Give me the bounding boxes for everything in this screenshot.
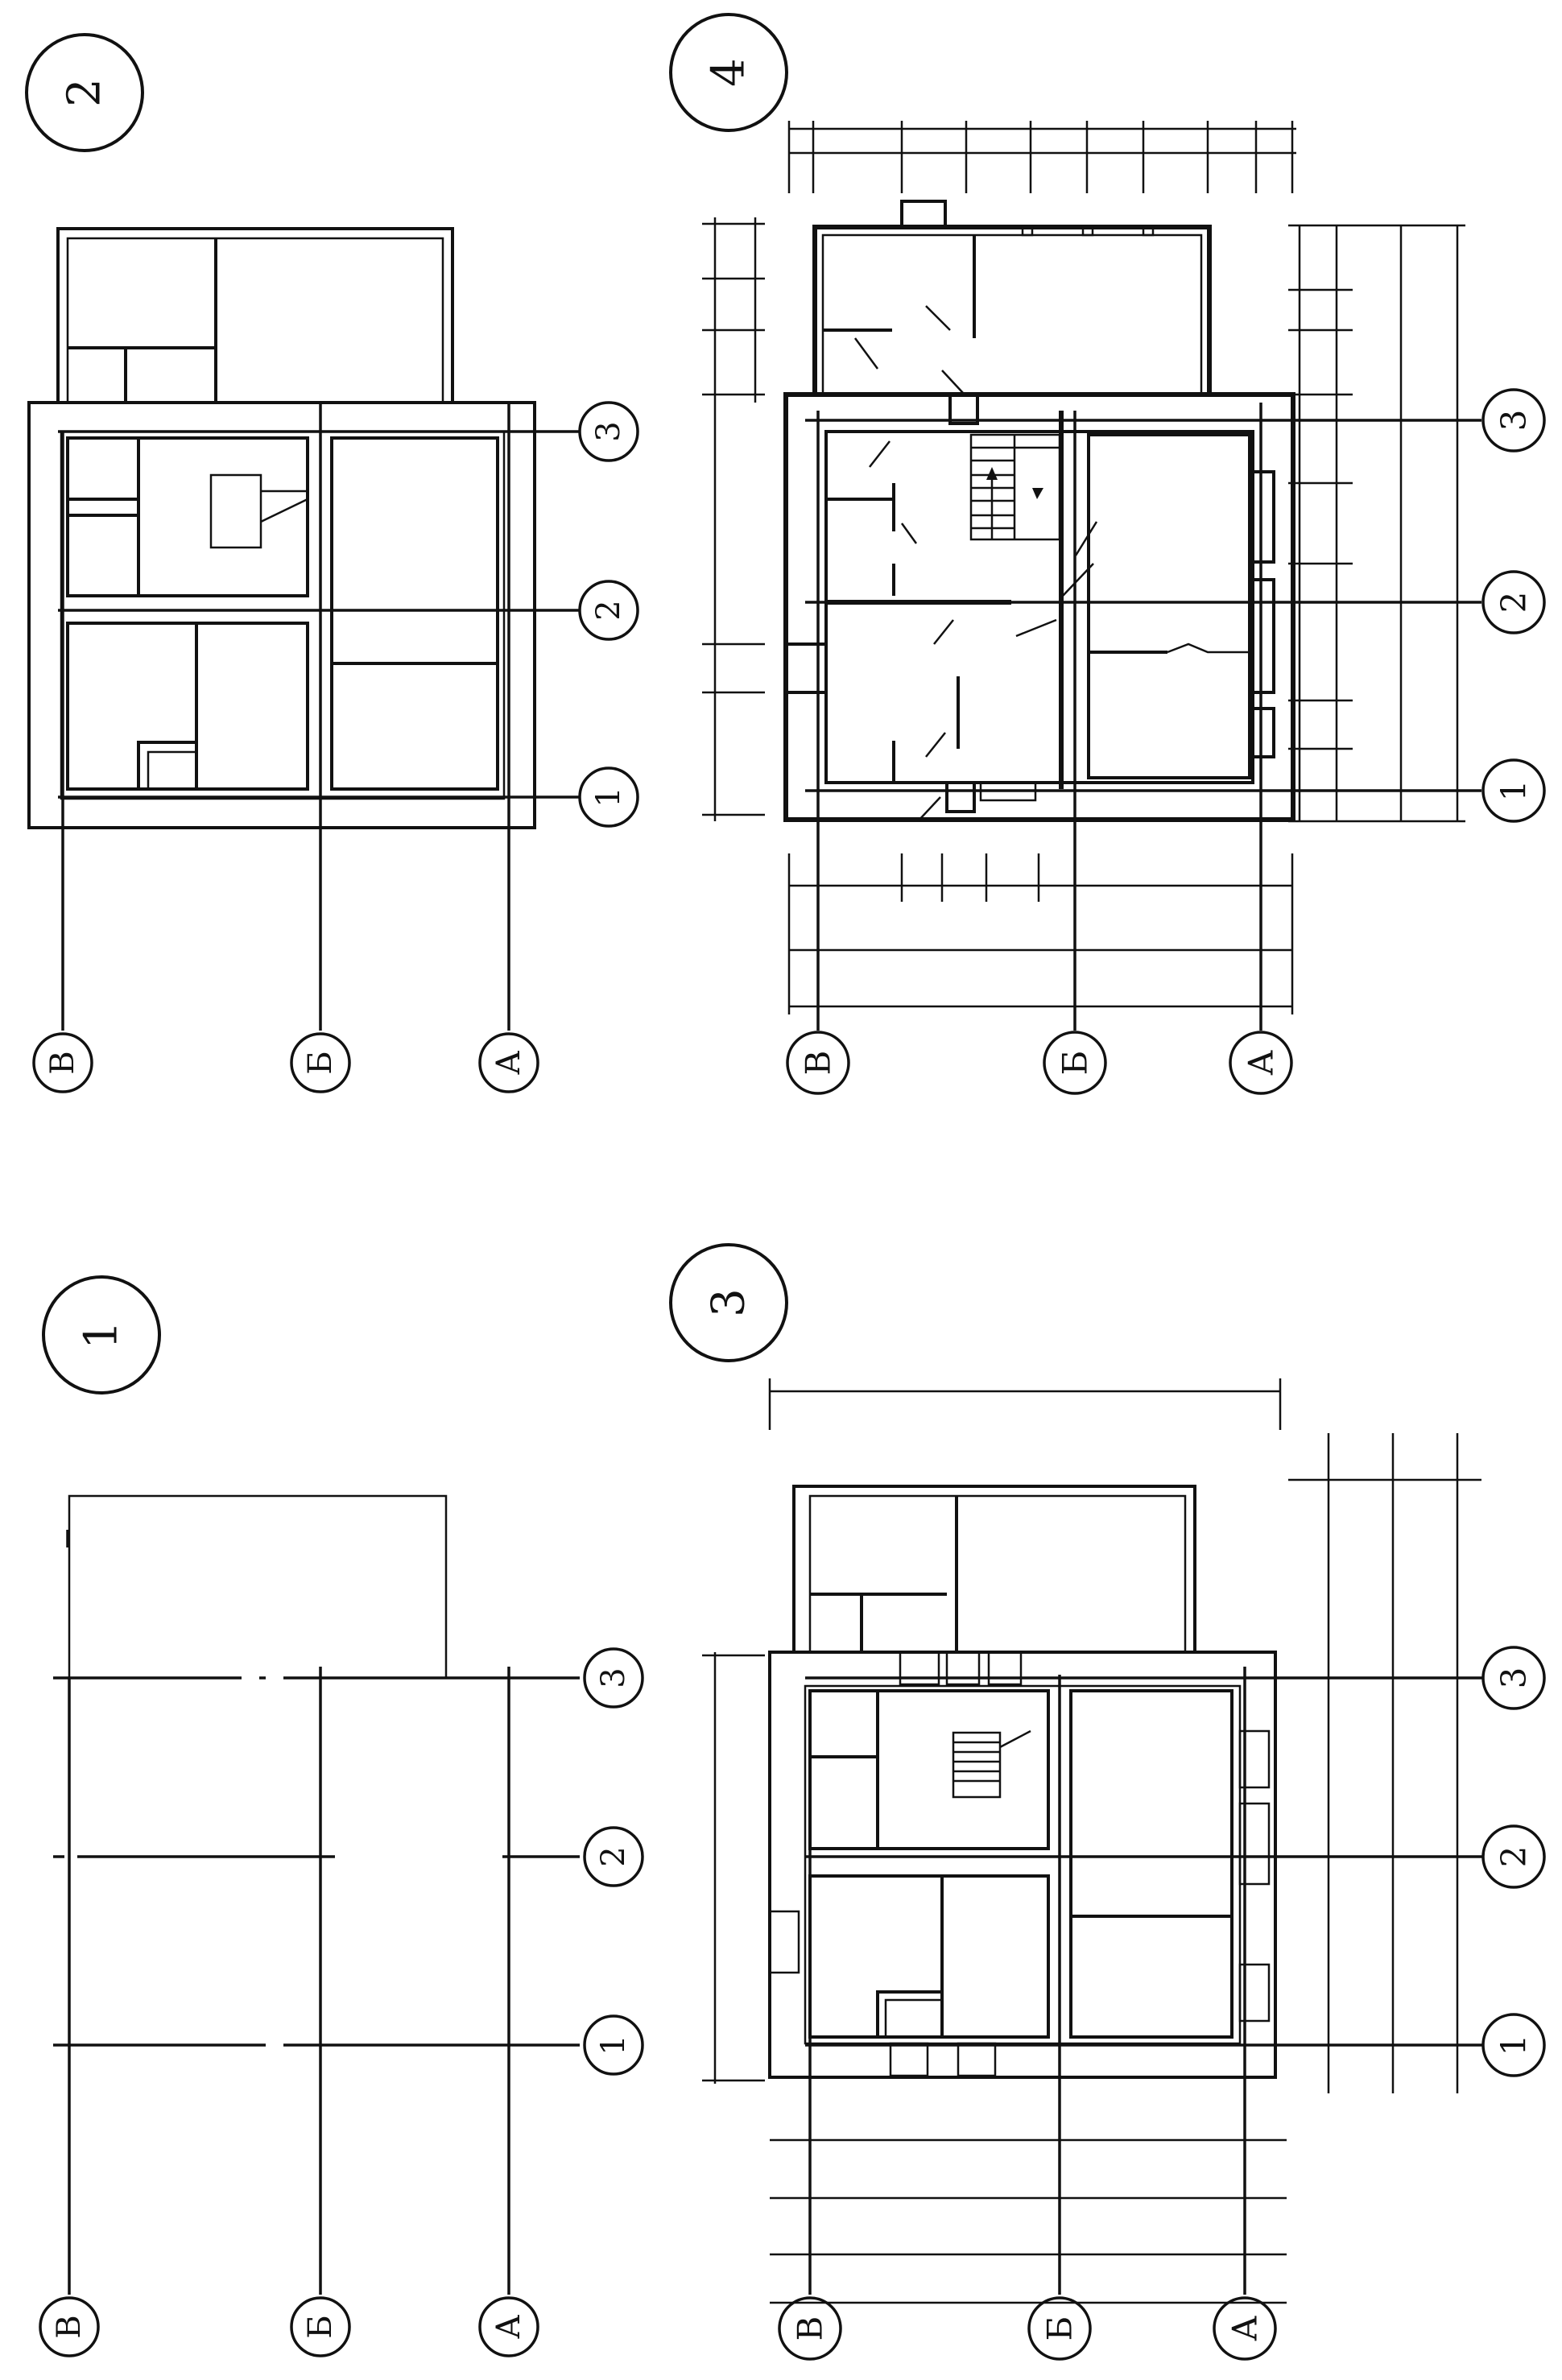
drawing-3-axis-letter-b: Б (1040, 2316, 1080, 2341)
drawing-1: 1 В Б А 1 (39, 1275, 644, 2357)
drawing-3-annex (792, 1485, 1196, 1654)
drawing-4-annex (812, 200, 1212, 397)
drawing-1-number: 1 (76, 1320, 128, 1349)
drawing-2-axis-number-1: 1 (590, 787, 627, 807)
drawing-1-axis-letters: В Б А (39, 2296, 539, 2357)
drawing-2-annex (56, 227, 454, 404)
drawing-3: 3 (669, 1243, 1546, 2361)
drawing-2-number-badge: 2 (25, 33, 144, 152)
drawing-3-axis-number-1: 1 (1494, 2035, 1534, 2056)
drawing-3-number-badge: 3 (669, 1243, 788, 1362)
drawing-4: 4 (669, 13, 1546, 1095)
drawing-4-axis-letter-a: А (1242, 1050, 1281, 1076)
drawing-3-axis-numbers: 1 2 3 (1481, 1646, 1546, 2077)
drawing-4-stair (969, 433, 1061, 541)
drawing-3-number: 3 (703, 1288, 755, 1317)
drawing-3-outer-wall (768, 1651, 1277, 2079)
drawing-2-axis-numbers: 1 2 3 (578, 401, 639, 828)
drawing-4-axis-letter-v: В (799, 1051, 838, 1076)
drawing-1-axis-number-3: 3 (595, 1667, 632, 1688)
drawing-2-outer-wall (27, 401, 536, 829)
drawing-1-axis-letter-a: А (490, 2315, 527, 2339)
drawing-2-axis-letter-b: Б (302, 1051, 339, 1074)
drawing-4-number-badge: 4 (669, 13, 788, 132)
drawing-2-axis-letter-v: В (44, 1051, 81, 1074)
drawing-4-axis-number-3: 3 (1494, 410, 1534, 432)
drawing-1-number-badge: 1 (42, 1275, 161, 1395)
drawing-2-axis-letter-a: А (490, 1051, 527, 1075)
drawing-2-axis-number-2: 2 (590, 600, 627, 620)
drawing-4-number: 4 (703, 58, 755, 87)
drawing-4-axis-number-2: 2 (1494, 592, 1534, 614)
drawing-1-axis-numbers: 1 2 3 (583, 1647, 644, 2076)
drawing-4-axis-number-1: 1 (1494, 780, 1534, 802)
drawing-1-axis-letter-b: Б (302, 2315, 339, 2338)
drawing-4-axis-letter-b: Б (1056, 1051, 1095, 1076)
drawing-2-axis-number-3: 3 (590, 421, 627, 441)
drawing-3-axis-letters: В Б А (778, 2296, 1277, 2361)
drawing-2-number: 2 (59, 78, 111, 107)
drawing-1-axis-number-1: 1 (595, 2035, 632, 2055)
drawing-3-axis-number-2: 2 (1494, 1846, 1534, 1868)
drawing-3-axis-letter-a: А (1225, 2316, 1265, 2341)
drawing-4-axis-letters: В Б А (786, 1031, 1293, 1095)
drawing-1-annex-outline (68, 1494, 448, 1678)
drawing-2: 2 (25, 33, 639, 1093)
drawing-3-axis-number-3: 3 (1494, 1667, 1534, 1689)
drawing-1-axis-letter-v: В (51, 2315, 88, 2338)
drawing-4-outer-wall (783, 392, 1295, 822)
drawing-3-axis-letter-v: В (791, 2316, 830, 2341)
drawing-2-axis-letters: В Б А (32, 1032, 539, 1093)
drawing-4-axis-numbers: 1 2 3 (1481, 388, 1546, 823)
drawing-1-axis-number-2: 2 (595, 1846, 632, 1866)
